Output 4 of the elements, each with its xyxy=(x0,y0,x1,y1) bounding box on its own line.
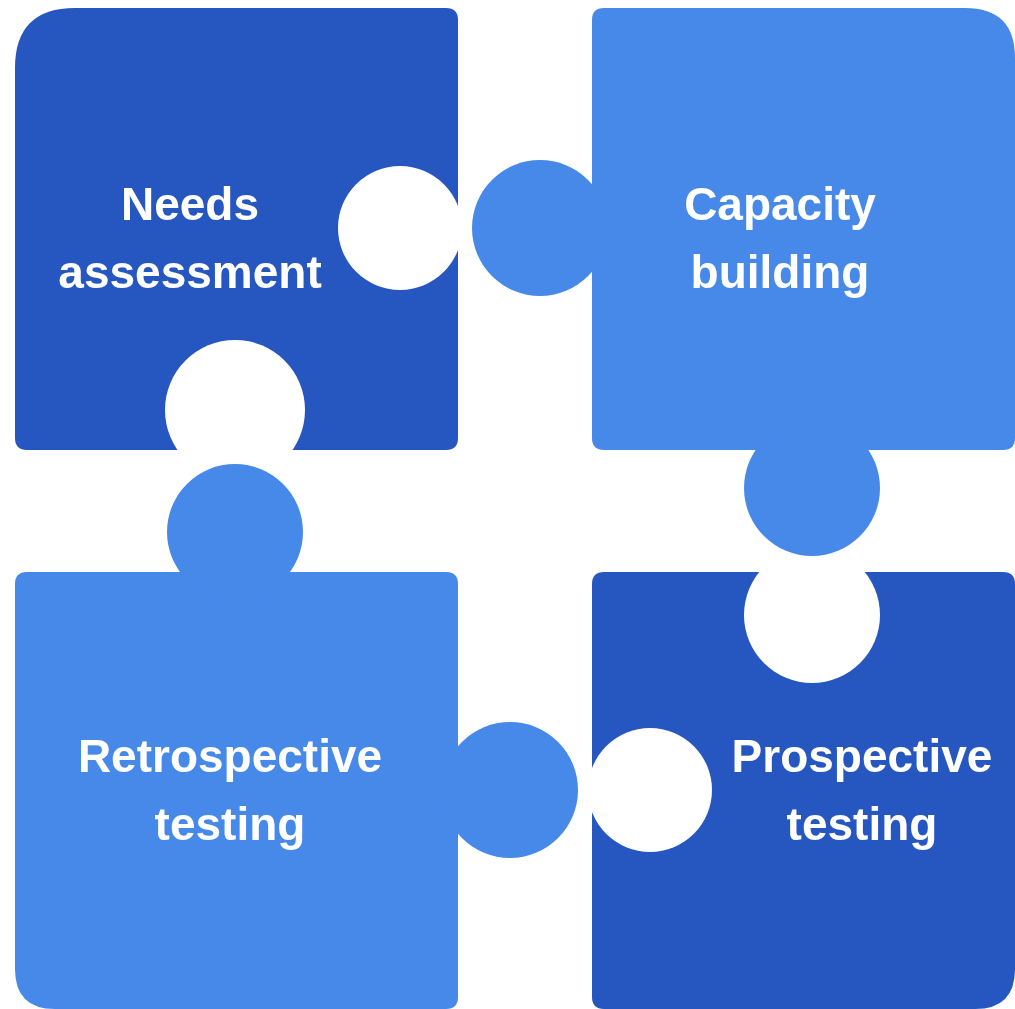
piece-label: Retrospective testing xyxy=(76,729,384,852)
piece-label: Needs assessment xyxy=(57,177,323,300)
piece-label: Prospective testing xyxy=(730,729,994,852)
piece-label: Capacity building xyxy=(683,177,877,300)
